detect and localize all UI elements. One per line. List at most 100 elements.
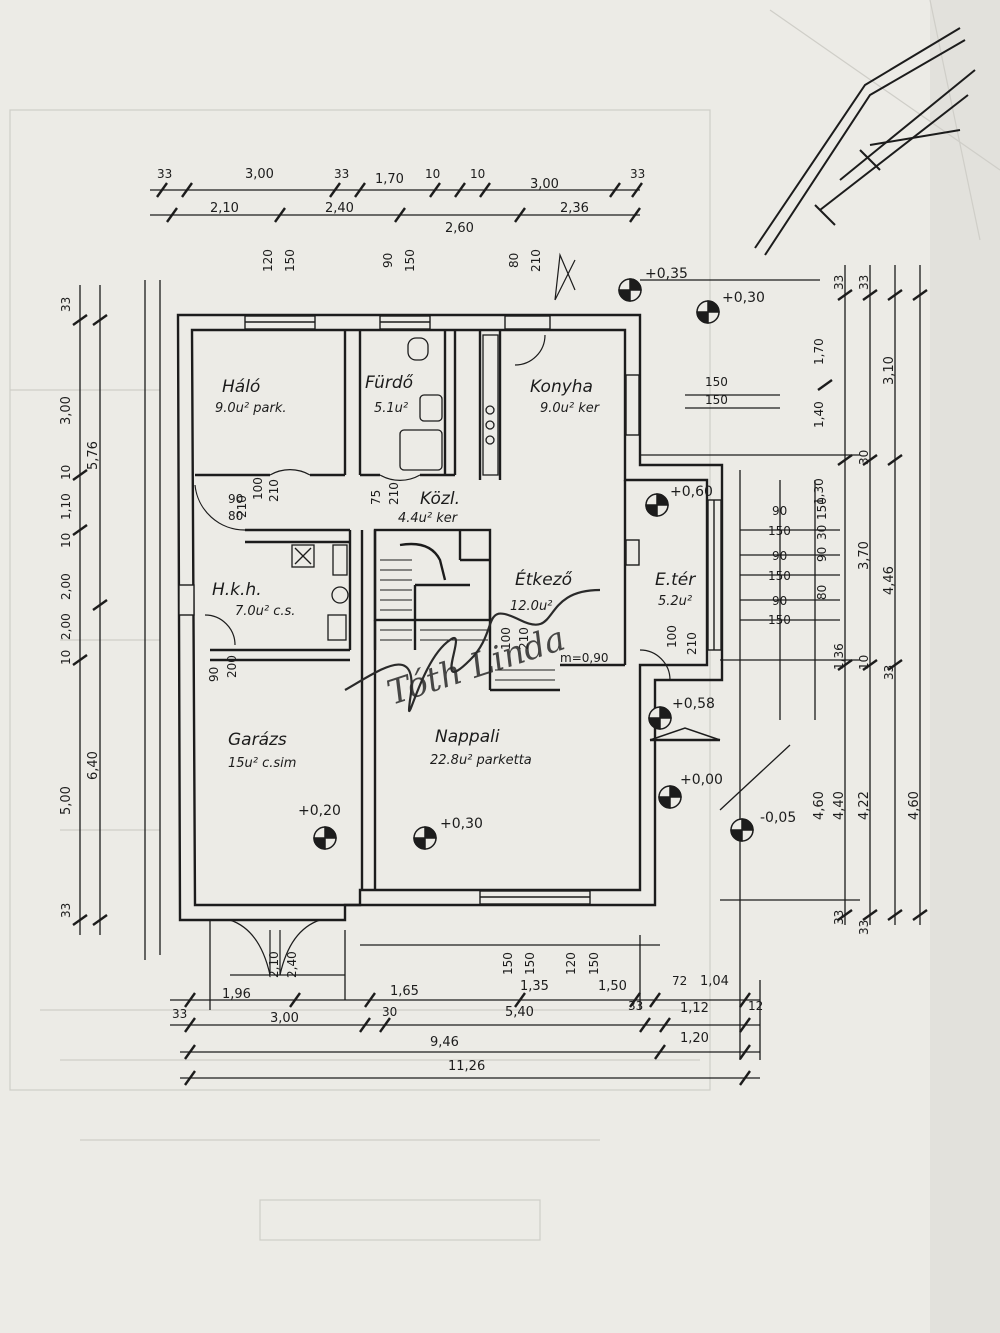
dim-text: 10 (857, 655, 871, 670)
dim-text: 3,10 (882, 356, 897, 385)
dim-text: 33 (630, 167, 645, 181)
top-dimension-texts: 33 3,00 33 1,70 10 10 3,00 33 2,10 2,40 … (157, 167, 645, 272)
dim-text: 150 (815, 497, 829, 520)
level-label: -0,05 (760, 810, 796, 826)
dim-text: 3,70 (857, 541, 872, 570)
dim-text: 90 (772, 504, 787, 518)
dim-text: 210 (387, 482, 401, 505)
dim-text: 1,10 (59, 493, 73, 520)
dim-text: 3,00 (245, 167, 274, 182)
dim-text: 90 (228, 492, 243, 506)
room-area-etkezo: 12.0u² (510, 599, 552, 614)
level-marker (696, 300, 720, 324)
dim-text: 150 (403, 249, 417, 272)
room-name-furdo: Fürdő (365, 373, 414, 393)
room-name-konyha: Konyha (530, 377, 593, 397)
faint-underlay-lines (9, 0, 1000, 1241)
room-area-eter: 5.2u² (658, 594, 692, 609)
dim-text: 100 (665, 625, 679, 648)
kitchen-counter (482, 334, 499, 476)
dim-text: 210 (517, 627, 531, 650)
room-name-kozl: Közl. (420, 489, 460, 509)
right-dimension-texts: 33 33 1,70 3,10 1,40 1,30 30 3,70 4,46 1… (812, 275, 922, 935)
level-marker (730, 818, 754, 842)
dim-text: 1,12 (680, 1001, 709, 1016)
dim-text: 80 (815, 585, 829, 600)
building-walls (176, 313, 724, 922)
room-name-hkh: H.k.h. (212, 580, 262, 600)
dim-text: 3,00 (270, 1011, 299, 1026)
windows (178, 315, 722, 905)
right-page-shadow (930, 0, 1000, 1333)
dim-text: 100 (251, 477, 265, 500)
dim-text: 150 (523, 952, 537, 975)
dim-text: 10 (425, 167, 440, 181)
room-area-garazs: 15u² c.sim (228, 756, 296, 771)
dim-text: 2,36 (560, 201, 589, 216)
dim-text: 100 (499, 627, 513, 650)
dim-text: 1,50 (598, 979, 627, 994)
dim-text: 3,00 (530, 177, 559, 192)
dim-text: 4,40 (832, 791, 847, 820)
dim-text: 1,30 (812, 478, 826, 505)
room-name-halo: Háló (222, 377, 260, 397)
dim-text: 5,76 (86, 441, 101, 470)
dim-text: 5,00 (59, 786, 74, 815)
dim-text: 1,35 (520, 979, 549, 994)
level-labels: +0,35 +0,30 +0,60 +0,58 +0,00 -0,05 +0,2… (298, 266, 796, 832)
dim-text: 10 (470, 167, 485, 181)
dim-text: 4,46 (882, 566, 897, 595)
room-area-furdo: 5.1u² (374, 401, 408, 416)
level-label: +0,30 (440, 816, 483, 832)
dim-text: 9,46 (430, 1035, 459, 1050)
level-marker (313, 826, 337, 850)
dim-text: 150 (283, 249, 297, 272)
dim-text: 2,10 (210, 201, 239, 216)
dim-text: 33 (59, 903, 73, 918)
left-dimension-texts: 33 3,00 5,76 2,00 10 1,10 10 2,00 10 5,0… (59, 297, 101, 918)
level-label: +0,20 (298, 803, 341, 819)
dim-text: 10 (59, 465, 73, 480)
room-area-hkh: 7.0u² c.s. (235, 604, 295, 619)
dim-text: 30 (857, 450, 871, 465)
dim-text: 1,04 (700, 974, 729, 989)
dim-text: 1,70 (375, 172, 404, 187)
dim-text: 4,22 (857, 791, 872, 820)
door-swings (194, 252, 671, 976)
dim-text: 72 (672, 974, 687, 988)
dim-text: 90 (772, 594, 787, 608)
room-area-halo: 9.0u² park. (215, 401, 286, 416)
level-label: +0,35 (645, 266, 688, 282)
dim-text: 90 (815, 547, 829, 562)
dim-text: 33 (628, 999, 643, 1013)
level-marker (658, 785, 682, 809)
dim-text: 2,00 (59, 573, 73, 600)
outer-wall (176, 313, 724, 922)
room-labels: Háló 9.0u² park. Fürdő 5.1u² Konyha 9.0u… (212, 373, 696, 771)
dim-text: 1,70 (812, 338, 826, 365)
level-marker (648, 706, 672, 730)
room-name-etkezo: Étkező (515, 568, 573, 590)
dim-text: 210 (529, 249, 543, 272)
toilet (407, 337, 429, 361)
dim-text: 90 (381, 253, 395, 268)
room-area-nappali: 22.8u² parketta (430, 753, 532, 768)
dim-text: 30 (382, 1005, 397, 1019)
dim-text: 2,10 (267, 951, 281, 978)
room-area-konyha: 9.0u² ker (540, 401, 601, 416)
dim-text: 3,00 (59, 396, 74, 425)
dimension-ticks (72, 182, 928, 1086)
dim-text: 2,00 (59, 613, 73, 640)
level-marker (413, 826, 437, 850)
dim-text: 33 (832, 910, 846, 925)
dim-text: 10 (59, 650, 73, 665)
dim-text: 210 (235, 495, 249, 518)
dim-text: 150 (705, 375, 728, 389)
dim-text: 4,60 (907, 791, 922, 820)
dim-text: 33 (157, 167, 172, 181)
level-label: +0,60 (670, 484, 713, 500)
dim-text: 200 (225, 655, 239, 678)
level-markers (313, 278, 754, 850)
dim-text: 30 (815, 525, 829, 540)
